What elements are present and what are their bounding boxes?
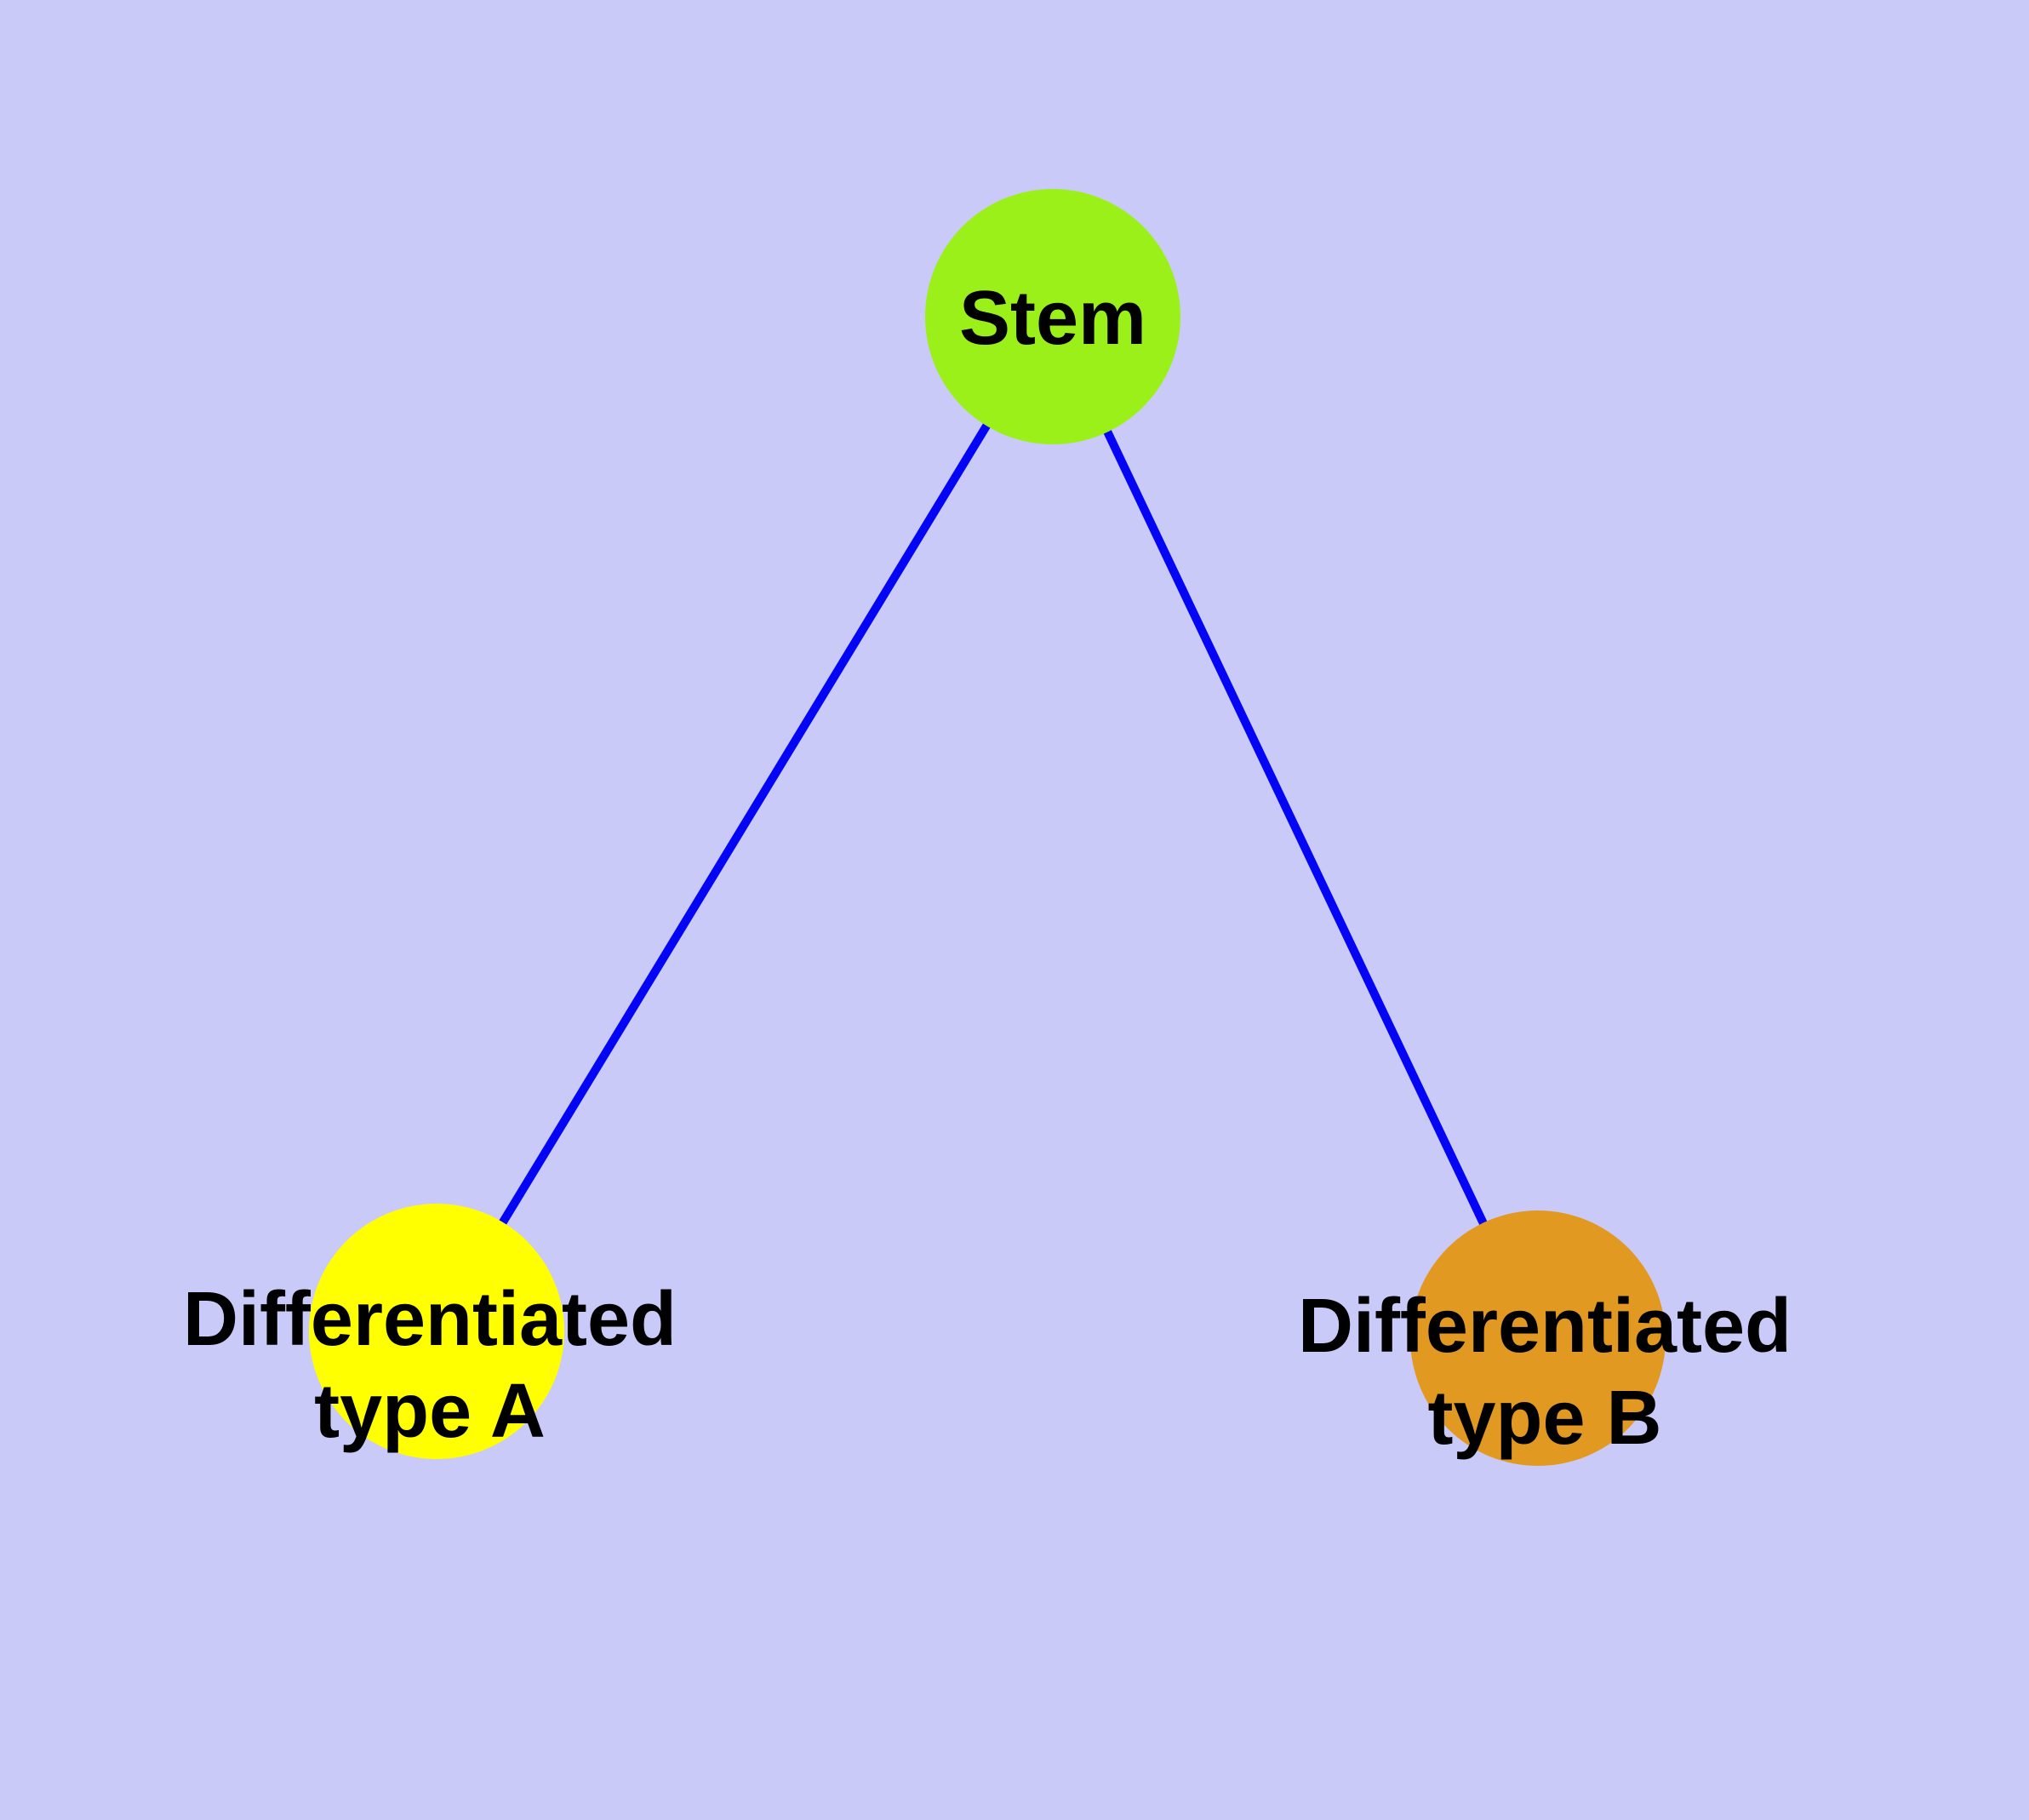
node-stem-circle <box>925 189 1180 444</box>
node-type-a-label-line1: Differentiated <box>183 1277 677 1362</box>
node-type-a-label-line2: type A <box>314 1369 546 1454</box>
edge-stem-to-type-a <box>432 314 1057 1334</box>
node-type-a-circle <box>309 1204 564 1459</box>
node-type-b-label-line2: type B <box>1427 1376 1661 1461</box>
edge-stem-to-type-b <box>1049 314 1542 1341</box>
node-type-b-circle <box>1410 1210 1666 1466</box>
node-stem-label: Stem <box>959 276 1146 361</box>
node-type-b-label-line1: Differentiated <box>1298 1284 1792 1369</box>
